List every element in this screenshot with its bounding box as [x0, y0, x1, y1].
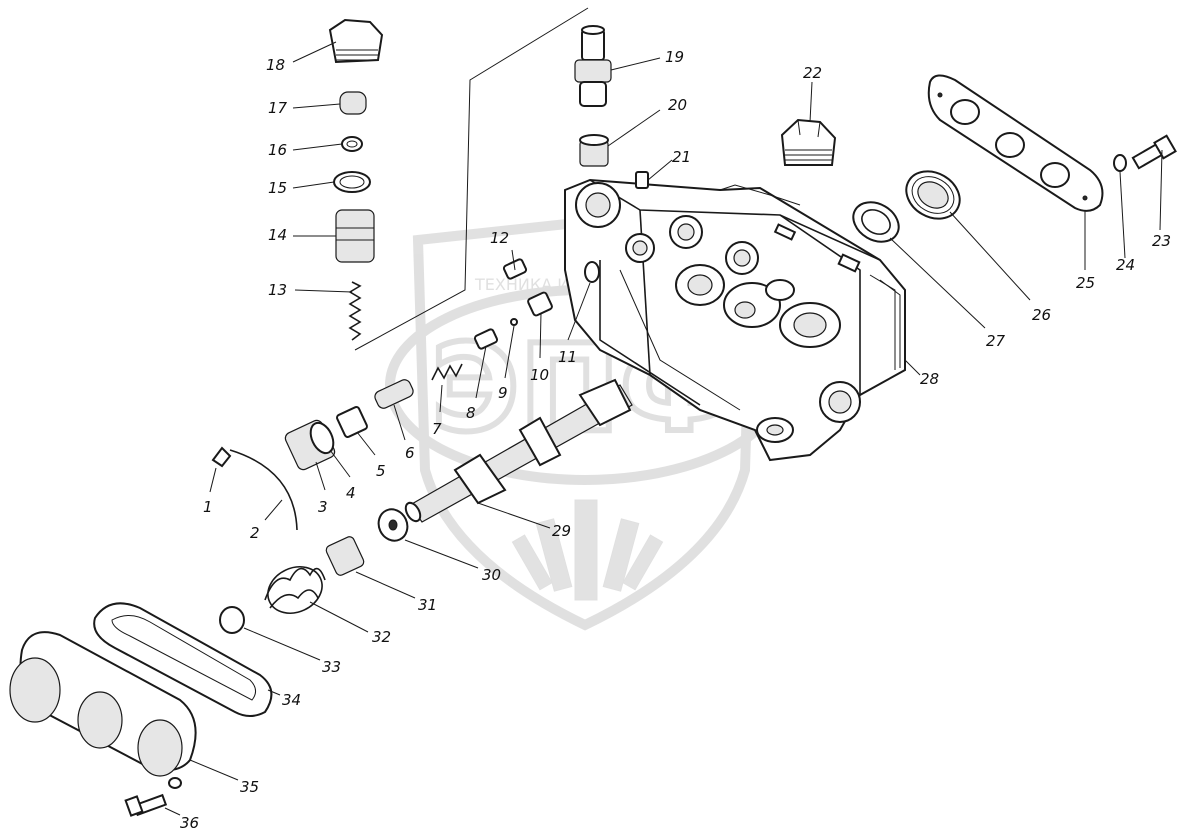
valve-part-6	[374, 379, 414, 409]
ring-part-27	[852, 201, 900, 243]
callout-4: 4	[346, 484, 356, 502]
screw-part-21	[635, 171, 649, 189]
sleeve-part-14	[335, 209, 375, 263]
washer-part-16	[341, 136, 363, 152]
callout-33: 33	[322, 658, 341, 676]
callout-28: 28	[920, 370, 939, 388]
callout-1: 1	[203, 498, 213, 516]
watermark-shield	[412, 216, 758, 631]
callout-19: 19	[665, 48, 684, 66]
callout-20: 20	[668, 96, 687, 114]
seat-part-10	[527, 291, 553, 317]
ball-part-9	[510, 318, 518, 326]
callout-24: 24	[1116, 256, 1135, 274]
plunger-part-8	[473, 328, 499, 350]
callout-16: 16	[268, 141, 287, 159]
callout-9: 9	[498, 384, 508, 402]
cover-plate-part-25	[927, 74, 1104, 212]
callout-leaders	[164, 41, 1163, 816]
plunger-part-17	[339, 91, 367, 115]
callout-10: 10	[530, 366, 549, 384]
ring-part-2	[229, 449, 298, 531]
bolt-part-23	[1131, 134, 1177, 170]
assembly-leader-lines	[354, 7, 589, 351]
spool-part-29	[404, 378, 633, 523]
callout-18: 18	[266, 56, 285, 74]
washer-part-30	[377, 508, 409, 542]
callout-21: 21	[672, 148, 691, 166]
valve-body-part-28	[564, 178, 906, 462]
seal-part-26	[905, 170, 961, 220]
callout-2: 2	[250, 524, 260, 542]
callout-8: 8	[466, 404, 476, 422]
callout-13: 13	[268, 281, 287, 299]
callout-labels: 1 2 3 4 5 6 7 8 9 10 11 12 13 14 15 16 1…	[180, 48, 1171, 832]
cap-part-18	[328, 18, 384, 64]
callout-36: 36	[180, 814, 199, 832]
watermark-wheat-icon	[511, 499, 664, 601]
callout-14: 14	[268, 226, 287, 244]
spring-part-13	[348, 281, 362, 341]
plug-part-11	[584, 261, 600, 283]
callout-25: 25	[1076, 274, 1095, 292]
callout-7: 7	[432, 420, 442, 438]
plug-part-22	[780, 118, 837, 166]
washer-part-24	[1113, 154, 1127, 172]
callout-17: 17	[268, 99, 288, 117]
ring-part-33	[219, 606, 245, 634]
spring-part-32	[264, 566, 326, 614]
bushing-part-31	[325, 536, 365, 576]
callout-35: 35	[240, 778, 259, 796]
callout-6: 6	[405, 444, 415, 462]
plate-part-1	[211, 446, 232, 468]
callout-32: 32	[372, 628, 391, 646]
ring-part-15	[333, 171, 371, 193]
washer-part-4	[309, 421, 335, 455]
callout-26: 26	[1032, 306, 1051, 324]
callout-29: 29	[552, 522, 571, 540]
gasket-part-34	[93, 602, 273, 717]
callout-5: 5	[376, 462, 386, 480]
fitting-part-19	[574, 25, 612, 107]
callout-27: 27	[986, 332, 1006, 350]
callout-22: 22	[803, 64, 822, 82]
callout-15: 15	[268, 179, 287, 197]
callout-3: 3	[318, 498, 328, 516]
bushing-part-20	[579, 134, 609, 167]
bolt-part-36	[124, 777, 182, 817]
callout-30: 30	[482, 566, 501, 584]
nut-part-5	[336, 406, 368, 438]
callout-11: 11	[558, 348, 577, 366]
callout-23: 23	[1152, 232, 1171, 250]
callout-31: 31	[418, 596, 437, 614]
callout-12: 12	[490, 229, 509, 247]
spring-part-7	[431, 363, 463, 381]
callout-34: 34	[282, 691, 301, 709]
